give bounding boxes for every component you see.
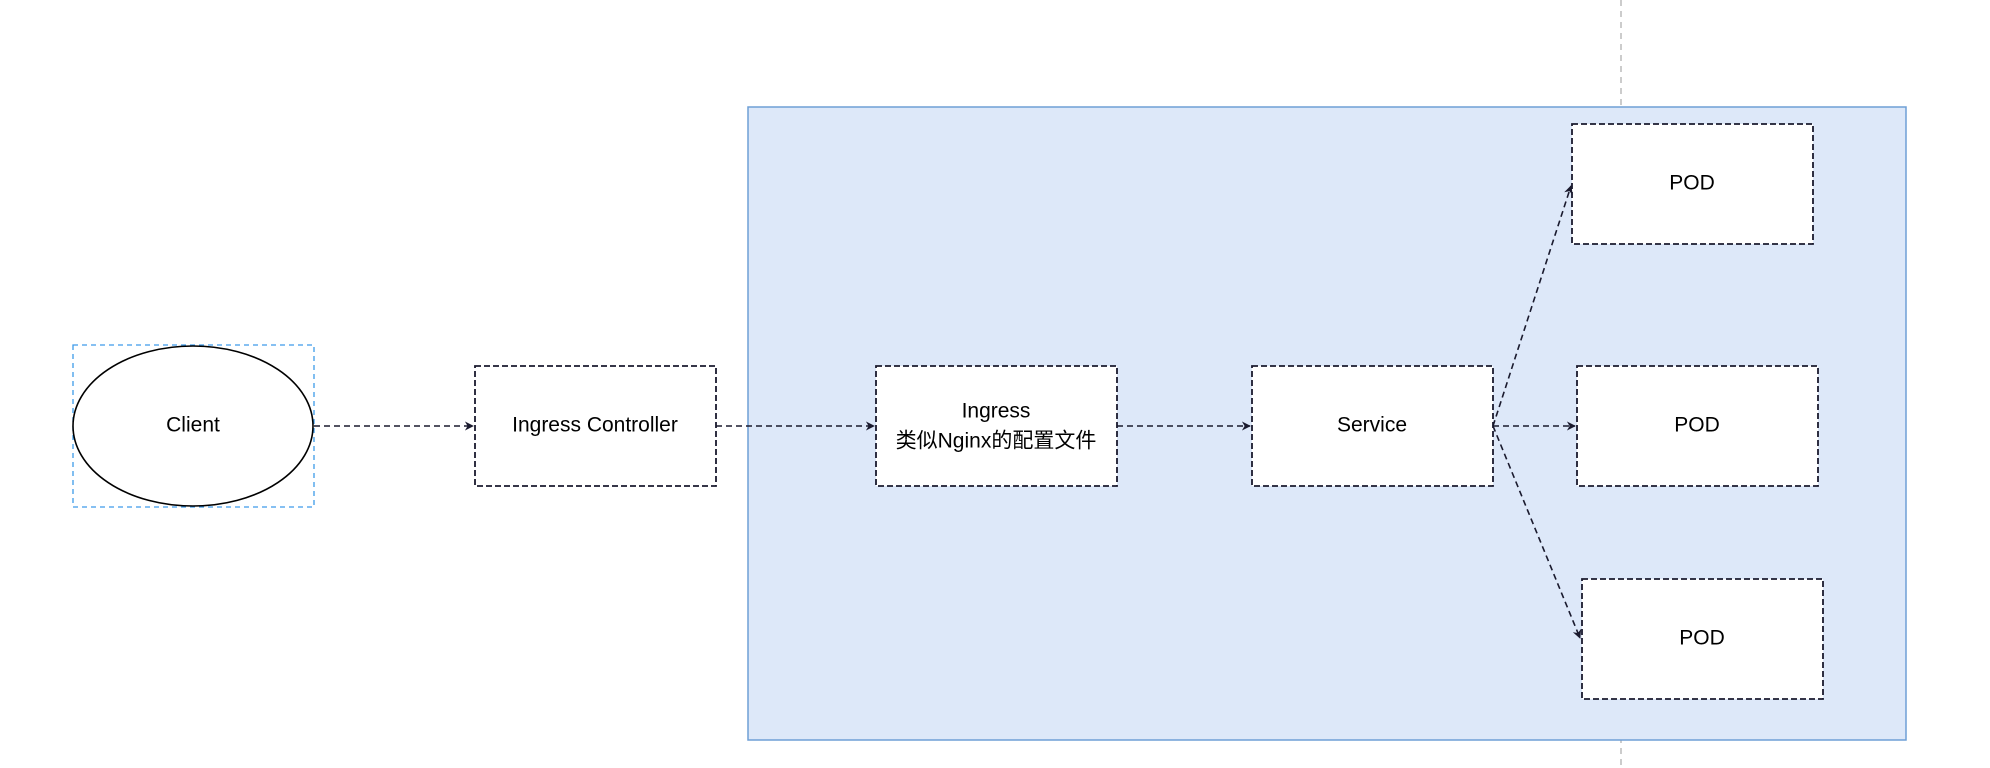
pod-label-top: POD	[1669, 172, 1715, 195]
ingress-controller-box[interactable]	[474, 365, 717, 487]
ingress-label-line2: 类似Nginx的配置文件	[896, 430, 1097, 453]
pod-label-bottom: POD	[1679, 627, 1725, 650]
pod-box-top[interactable]	[1571, 123, 1814, 245]
client-node[interactable]: Client	[72, 344, 315, 508]
pod-node-bottom[interactable]: POD	[1581, 578, 1824, 700]
ingress-controller-label: Ingress Controller	[512, 414, 678, 437]
pod-box-bottom[interactable]	[1581, 578, 1824, 700]
edge-service-to-pod-top[interactable]	[1492, 185, 1573, 427]
ingress-box[interactable]	[875, 365, 1118, 487]
service-label: Service	[1337, 414, 1407, 437]
ingress-controller-node[interactable]: Ingress Controller	[474, 365, 717, 487]
client-label: Client	[166, 414, 220, 437]
service-box[interactable]	[1251, 365, 1494, 487]
ingress-label-line1: Ingress	[962, 400, 1031, 423]
pod-node-top[interactable]: POD	[1571, 123, 1814, 245]
pod-box-middle[interactable]	[1576, 365, 1819, 487]
pod-label-middle: POD	[1674, 414, 1720, 437]
edge-service-to-pod-bottom[interactable]	[1492, 425, 1582, 639]
pod-node-middle[interactable]: POD	[1576, 365, 1819, 487]
ingress-node[interactable]: Ingress 类似Nginx的配置文件	[875, 365, 1118, 487]
client-ellipse[interactable]	[72, 345, 314, 507]
service-node[interactable]: Service	[1251, 365, 1494, 487]
